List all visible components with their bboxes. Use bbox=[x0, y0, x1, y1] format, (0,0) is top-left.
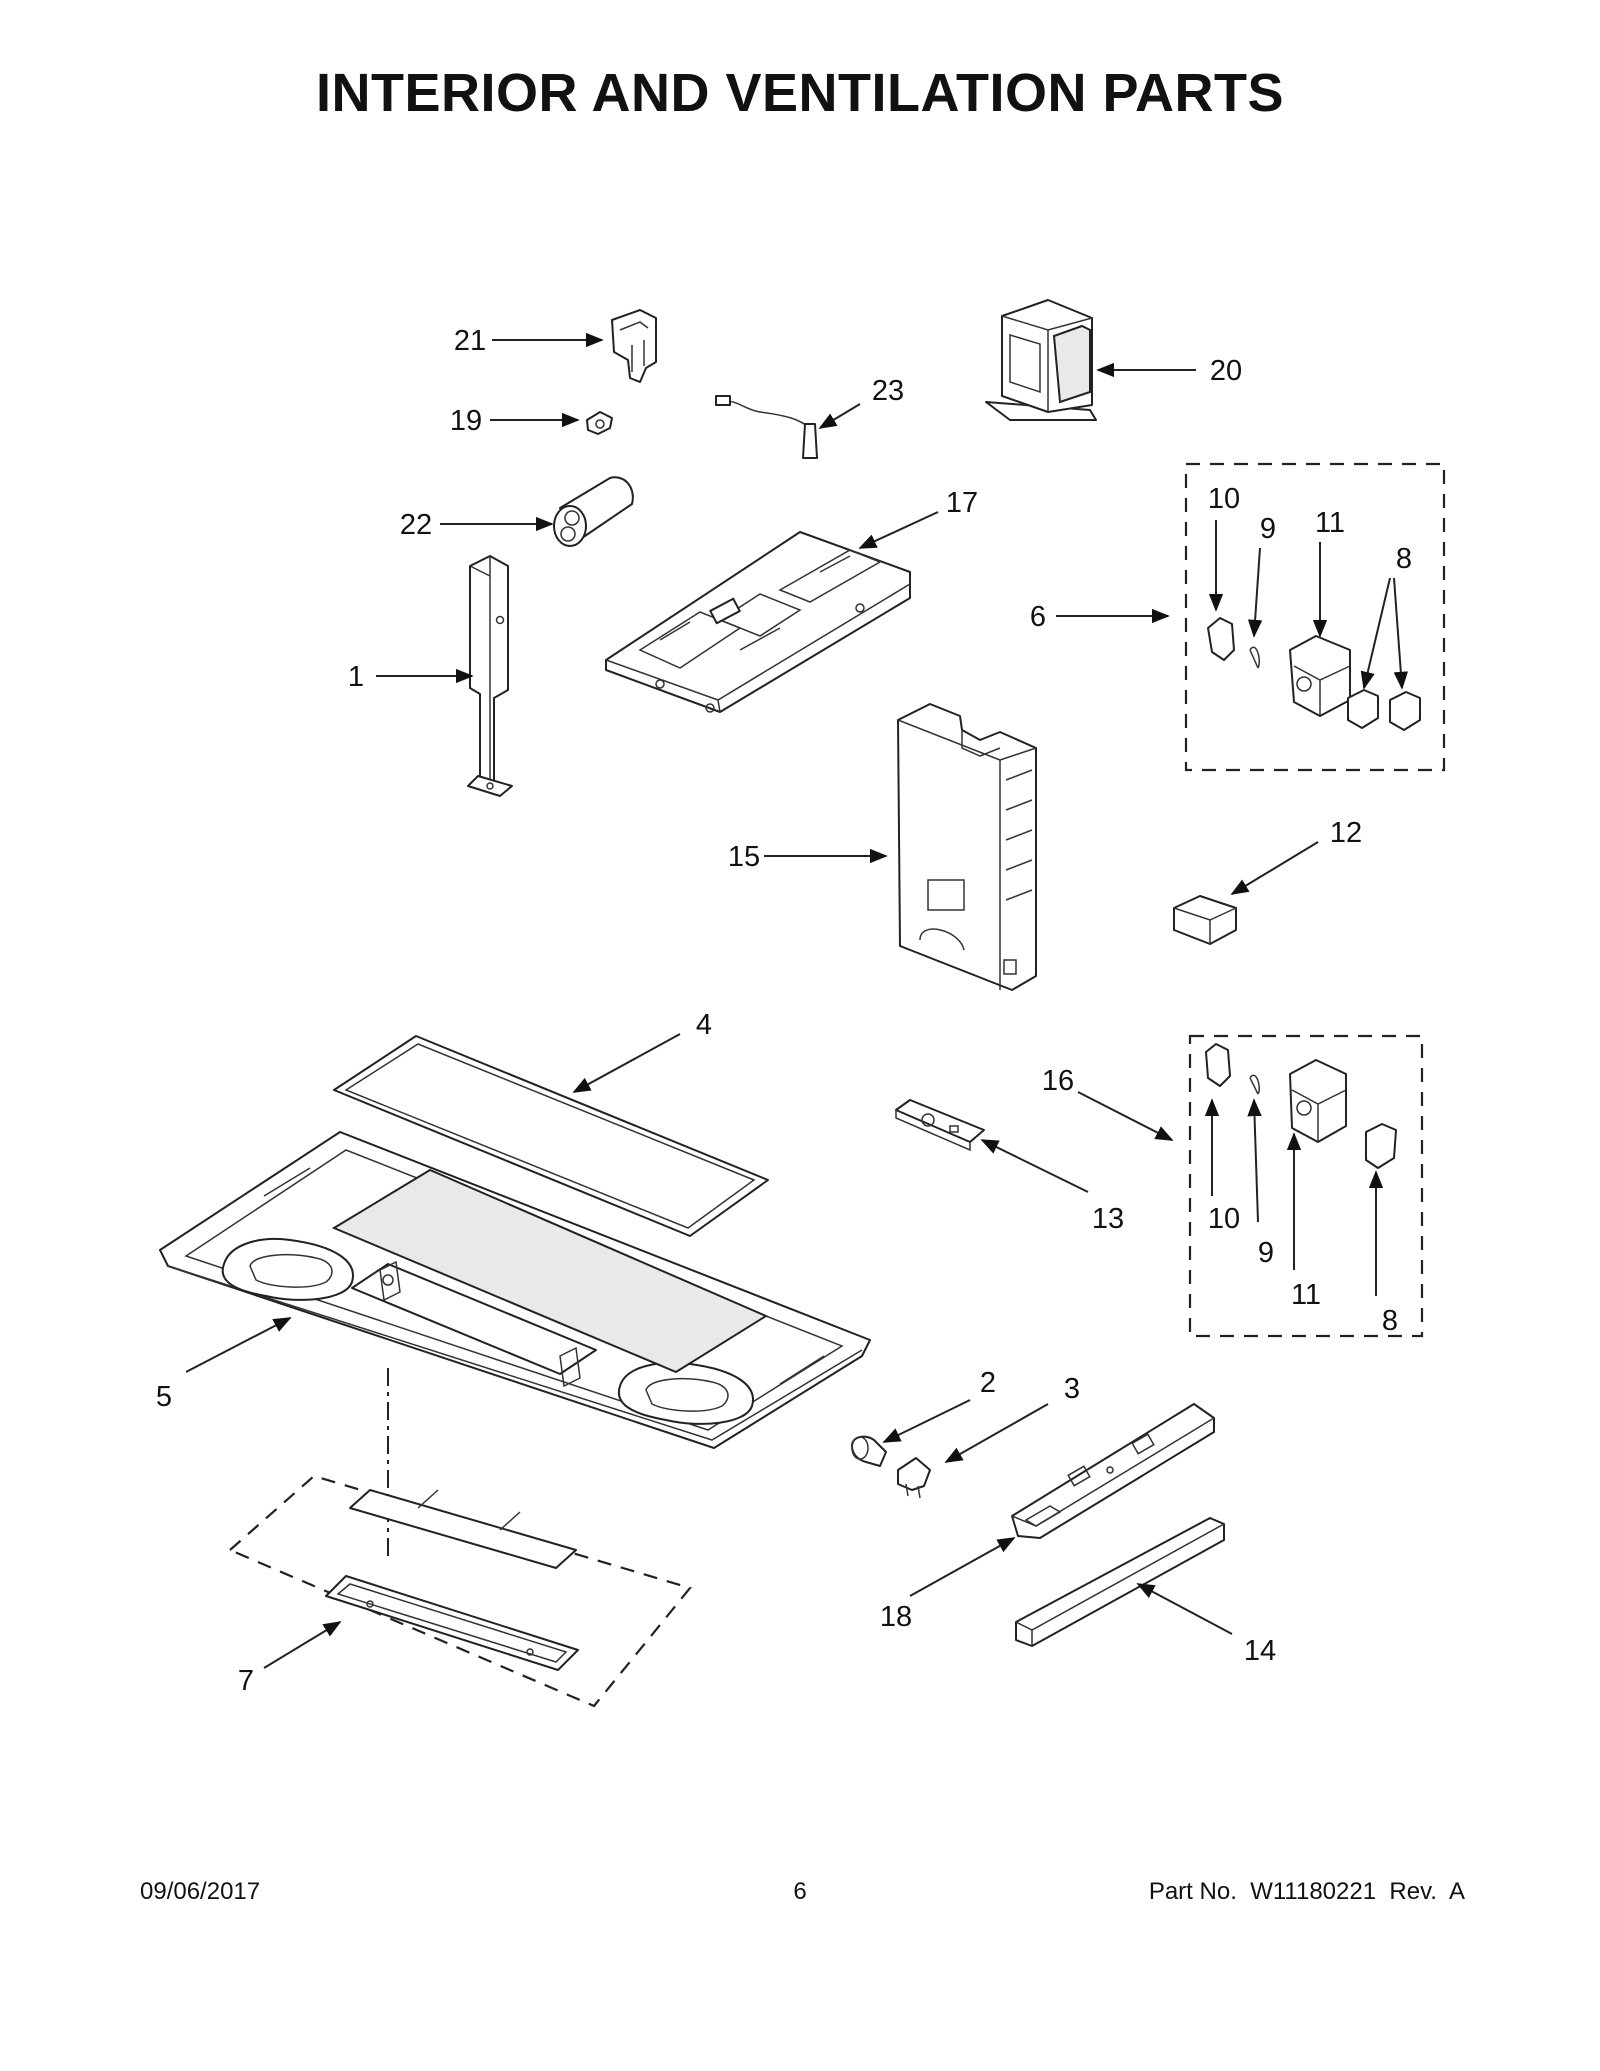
group-b-label-8: 8 bbox=[1382, 1305, 1398, 1337]
group-7-dashed-box bbox=[227, 1474, 692, 1708]
callout-4: 4 bbox=[696, 1009, 712, 1041]
callout-13: 13 bbox=[1092, 1203, 1124, 1235]
group-a-label-10: 10 bbox=[1208, 483, 1240, 515]
callout-12: 12 bbox=[1330, 817, 1362, 849]
part-23-wire bbox=[715, 395, 818, 459]
callout-15: 15 bbox=[728, 841, 760, 873]
group-b-label-9: 9 bbox=[1258, 1237, 1274, 1269]
part-3-socket bbox=[897, 1457, 931, 1499]
callout-3: 3 bbox=[1064, 1373, 1080, 1405]
part-2-bulb bbox=[851, 1435, 887, 1467]
callout-1: 1 bbox=[348, 661, 364, 693]
callout-19: 19 bbox=[450, 405, 482, 437]
part-15-duct bbox=[897, 703, 1037, 991]
part-17-plate bbox=[605, 531, 911, 713]
footer-part-number: Part No. W11180221 Rev. A bbox=[1148, 1878, 1465, 1905]
callout-14: 14 bbox=[1244, 1635, 1276, 1667]
part-5-panel bbox=[159, 1131, 871, 1449]
footer-date: 09/06/2017 bbox=[140, 1878, 261, 1905]
callout-2: 2 bbox=[980, 1367, 996, 1399]
callout-21: 21 bbox=[454, 325, 486, 357]
callout-16: 16 bbox=[1042, 1065, 1074, 1097]
callout-7: 7 bbox=[238, 1665, 254, 1697]
part-14-bar bbox=[1015, 1517, 1225, 1647]
group-6-dashed-box bbox=[1184, 462, 1446, 772]
footer-page-number: 6 bbox=[793, 1878, 807, 1905]
callout-23: 23 bbox=[872, 375, 904, 407]
callout-6: 6 bbox=[1030, 601, 1046, 633]
part-19-clip bbox=[586, 411, 613, 435]
group-b-label-10: 10 bbox=[1208, 1203, 1240, 1235]
leader-lines bbox=[185, 332, 1409, 1669]
group-6-parts bbox=[1207, 617, 1421, 731]
part-18-bracket bbox=[1011, 1403, 1215, 1539]
group-a-label-9: 9 bbox=[1260, 513, 1276, 545]
part-13-sensor bbox=[895, 1099, 985, 1152]
page-title: INTERIOR AND VENTILATION PARTS bbox=[316, 63, 1284, 123]
part-12-block bbox=[1173, 895, 1237, 945]
part-7-grille bbox=[325, 1489, 579, 1671]
part-1-bracket bbox=[467, 555, 513, 797]
callout-20: 20 bbox=[1210, 355, 1242, 387]
part-21-bracket bbox=[611, 309, 657, 383]
group-a-label-8: 8 bbox=[1396, 543, 1412, 575]
callout-5: 5 bbox=[156, 1381, 172, 1413]
callout-18: 18 bbox=[880, 1601, 912, 1633]
part-20-transformer bbox=[985, 299, 1097, 421]
part-4-filter bbox=[333, 1035, 769, 1237]
group-16-dashed-box bbox=[1188, 1034, 1424, 1338]
group-b-label-11: 11 bbox=[1291, 1279, 1321, 1311]
group-16-parts bbox=[1205, 1043, 1397, 1169]
callout-17: 17 bbox=[946, 487, 978, 519]
part-22-capacitor bbox=[553, 476, 634, 547]
group-a-label-11: 11 bbox=[1315, 507, 1345, 539]
callout-22: 22 bbox=[400, 509, 432, 541]
